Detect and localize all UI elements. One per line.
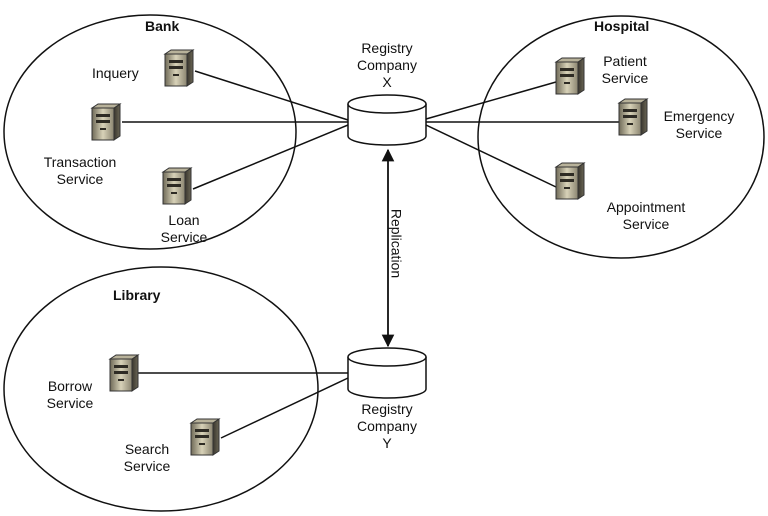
- search-server-icon: [190, 418, 220, 456]
- patient-server-icon: [555, 57, 585, 95]
- registry-y-label: Registry Company Y: [357, 401, 417, 451]
- link-registry-x-appointment: [425, 124, 557, 188]
- inquery-label: Inquery: [92, 65, 139, 81]
- appointment-service-label: Appointment Service: [606, 199, 686, 232]
- link-loan-registry-x: [192, 124, 349, 190]
- borrow-server-icon: [109, 354, 139, 392]
- patient-service-label: Patient Service: [601, 53, 649, 86]
- link-search-registry-y: [220, 377, 349, 439]
- link-inquery-registry-x: [194, 70, 349, 121]
- appointment-server-icon: [555, 162, 585, 200]
- registry-y-database-icon: [347, 347, 427, 399]
- hospital-boundary: [477, 15, 765, 259]
- registry-x-label: Registry Company X: [357, 40, 417, 90]
- bank-boundary: [3, 14, 297, 250]
- search-service-label: Search Service: [123, 441, 171, 474]
- library-boundary: [3, 266, 319, 512]
- inquery-server-icon: [164, 49, 194, 87]
- emergency-service-label: Emergency Service: [663, 108, 735, 141]
- replication-label: Replication: [388, 208, 405, 279]
- transaction-server-icon: [91, 103, 121, 141]
- borrow-service-label: Borrow Service: [46, 378, 94, 411]
- loan-service-label: Loan Service: [160, 212, 208, 245]
- bank-title: Bank: [145, 18, 180, 34]
- transaction-service-label: Transaction Service: [43, 154, 117, 187]
- library-title: Library: [113, 287, 161, 303]
- loan-server-icon: [162, 167, 192, 205]
- hospital-title: Hospital: [594, 18, 650, 34]
- emergency-server-icon: [618, 98, 648, 136]
- link-registry-x-patient: [425, 81, 557, 120]
- registry-x-database-icon: [347, 94, 427, 146]
